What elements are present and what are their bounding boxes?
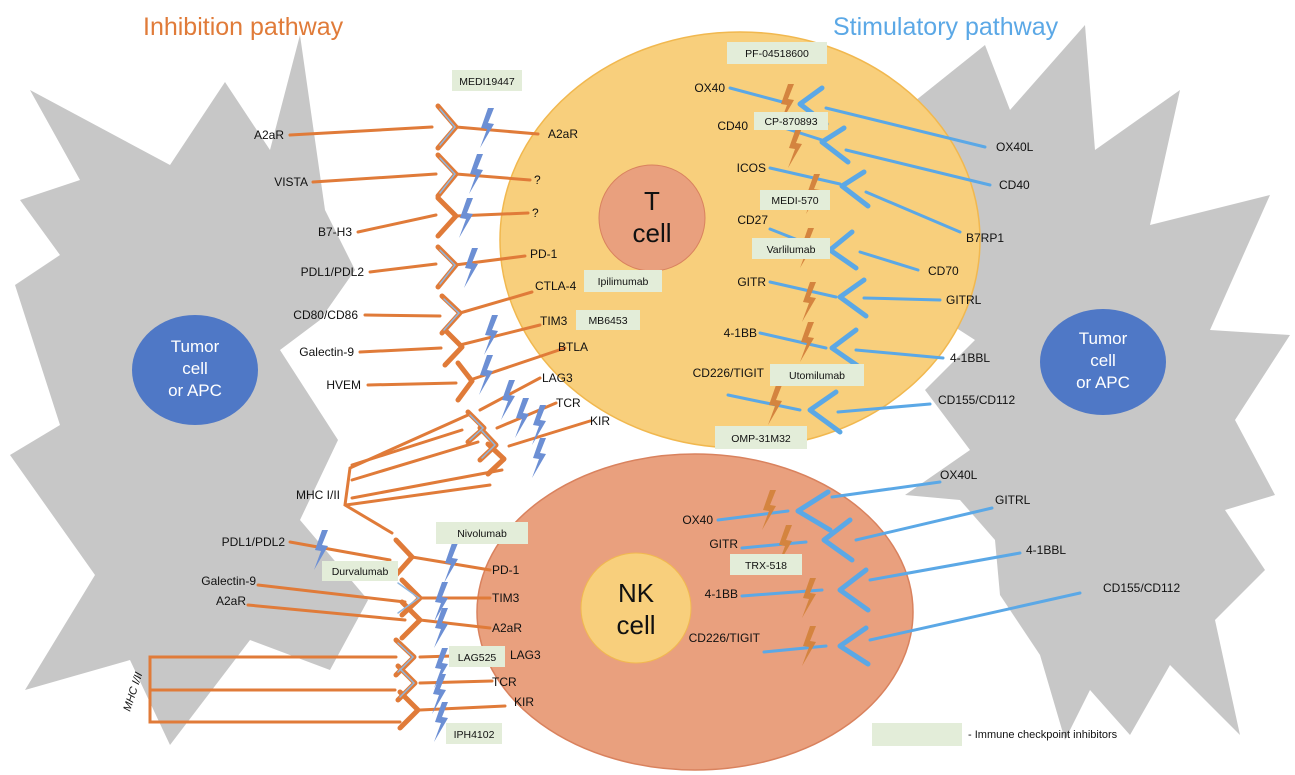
t-ligand-a2ar: A2aR xyxy=(254,128,284,142)
right-tumor-label-line2: cell xyxy=(1090,351,1116,370)
drug-omp-31m32: OMP-31M32 xyxy=(731,433,791,445)
nk-receptor-pd1: PD-1 xyxy=(492,563,520,577)
t-ligand-b7rp1: B7RP1 xyxy=(966,231,1004,245)
nk-receptor-cd226-tigit: CD226/TIGIT xyxy=(689,631,761,645)
drug-ipilimumab: Ipilimumab xyxy=(598,276,649,288)
t-receptor-ctla4: CTLA-4 xyxy=(535,279,577,293)
t-ligand-hvem: HVEM xyxy=(326,378,361,392)
t-ligand-cd70: CD70 xyxy=(928,264,959,278)
nk-receptor-kir: KIR xyxy=(514,695,534,709)
t-receptor-cd40: CD40 xyxy=(717,119,748,133)
inhibitory-receptor-highlights xyxy=(397,108,497,698)
right-tumor-nucleus xyxy=(1040,309,1166,415)
t-cell-label-line1: T xyxy=(644,186,660,216)
left-tumor-label-line1: Tumor xyxy=(171,337,220,356)
nk-ligand-galectin-9: Galectin-9 xyxy=(201,574,256,588)
left-tumor-label-line3: or APC xyxy=(168,381,222,400)
t-receptor-ox40: OX40 xyxy=(694,81,725,95)
drug-pf-04518600: PF-04518600 xyxy=(745,48,809,60)
t-ligand-cd40: CD40 xyxy=(999,178,1030,192)
inhibition-pathway-title: Inhibition pathway xyxy=(143,13,344,41)
t-ligand-4-1bbl: 4-1BBL xyxy=(950,351,990,365)
nk-cell-label-line1: NK xyxy=(618,578,655,608)
t-receptor-tim3: TIM3 xyxy=(540,314,568,328)
t-receptor-pd1: PD-1 xyxy=(530,247,558,261)
nk-ligand-ox40l: OX40L xyxy=(940,468,978,482)
drug-trx-518: TRX-518 xyxy=(745,560,787,572)
t-receptor-cd226-tigit: CD226/TIGIT xyxy=(693,366,765,380)
legend-text: - Immune checkpoint inhibitors xyxy=(968,729,1118,741)
t-receptor-btla: BTLA xyxy=(558,340,588,354)
drug-varlilumab: Varlilumab xyxy=(767,244,816,256)
t-receptor-a2ar: A2aR xyxy=(548,127,578,141)
drug-cp-870893: CP-870893 xyxy=(764,116,817,128)
nk-ligand-mhc: MHC I/II xyxy=(121,671,145,713)
nk-receptor-4-1bb: 4-1BB xyxy=(705,587,738,601)
inhibitor-lightning-bolts xyxy=(314,108,546,742)
right-tumor-label-line1: Tumor xyxy=(1079,329,1128,348)
drug-lag525: LAG525 xyxy=(458,652,497,664)
left-tumor-nucleus xyxy=(132,315,258,425)
t-receptor-cd27: CD27 xyxy=(737,213,768,227)
nk-ligand-cd155-cd112: CD155/CD112 xyxy=(1103,581,1180,595)
drug-nivolumab: Nivolumab xyxy=(457,528,507,540)
stimulatory-receptors xyxy=(795,85,871,667)
t-ligand-vista: VISTA xyxy=(274,175,308,189)
stimulatory-pathway-title: Stimulatory pathway xyxy=(833,13,1059,41)
drug-medi-570: MEDI-570 xyxy=(771,195,818,207)
t-ligand-mhc: MHC I/II xyxy=(296,488,340,502)
nk-ligand-4-1bbl: 4-1BBL xyxy=(1026,543,1066,557)
drug-medi19447: MEDI19447 xyxy=(459,76,515,88)
drug-mb6453: MB6453 xyxy=(588,315,627,327)
t-cell-label-line2: cell xyxy=(632,218,671,248)
nk-receptor-a2ar: A2aR xyxy=(492,621,522,635)
t-ligand-galectin-9: Galectin-9 xyxy=(299,345,354,359)
nk-receptor-tim3: TIM3 xyxy=(492,591,520,605)
right-tumor-label-line3: or APC xyxy=(1076,373,1130,392)
t-ligand-b7-h3: B7-H3 xyxy=(318,225,352,239)
t-receptor-unknown-2: ? xyxy=(532,206,539,220)
drug-utomilumab: Utomilumab xyxy=(789,370,845,382)
t-ligand-gitrl: GITRL xyxy=(946,293,982,307)
nk-cell-label-line2: cell xyxy=(616,610,655,640)
drug-boxes xyxy=(322,42,962,746)
nk-receptor-tcr: TCR xyxy=(492,675,517,689)
t-ligand-ox40l: OX40L xyxy=(996,140,1034,154)
left-tumor-label-line2: cell xyxy=(182,359,208,378)
t-cell-body xyxy=(499,31,981,449)
nk-ligand-pdl1-pdl2: PDL1/PDL2 xyxy=(222,535,286,549)
drug-iph4102: IPH4102 xyxy=(454,729,495,741)
t-receptor-kir: KIR xyxy=(590,414,610,428)
nk-receptor-lag3: LAG3 xyxy=(510,648,541,662)
t-receptor-gitr: GITR xyxy=(737,275,766,289)
legend-swatch xyxy=(872,723,962,746)
t-ligand-cd80-cd86: CD80/CD86 xyxy=(293,308,358,322)
drug-durvalumab: Durvalumab xyxy=(332,566,389,578)
t-ligand-pdl1-pdl2: PDL1/PDL2 xyxy=(301,265,365,279)
nk-ligand-gitrl: GITRL xyxy=(995,493,1031,507)
nk-receptor-ox40: OX40 xyxy=(682,513,713,527)
t-receptor-tcr: TCR xyxy=(556,396,581,410)
nk-ligand-a2ar: A2aR xyxy=(216,594,246,608)
nk-cell-body xyxy=(476,453,914,771)
t-receptor-4-1bb: 4-1BB xyxy=(724,326,757,340)
nk-cell-nucleus xyxy=(580,552,692,664)
t-ligand-cd155-cd112: CD155/CD112 xyxy=(938,393,1015,407)
t-receptor-lag3: LAG3 xyxy=(542,371,573,385)
nk-receptor-gitr: GITR xyxy=(709,537,738,551)
t-receptor-icos: ICOS xyxy=(737,161,766,175)
t-receptor-unknown-1: ? xyxy=(534,173,541,187)
